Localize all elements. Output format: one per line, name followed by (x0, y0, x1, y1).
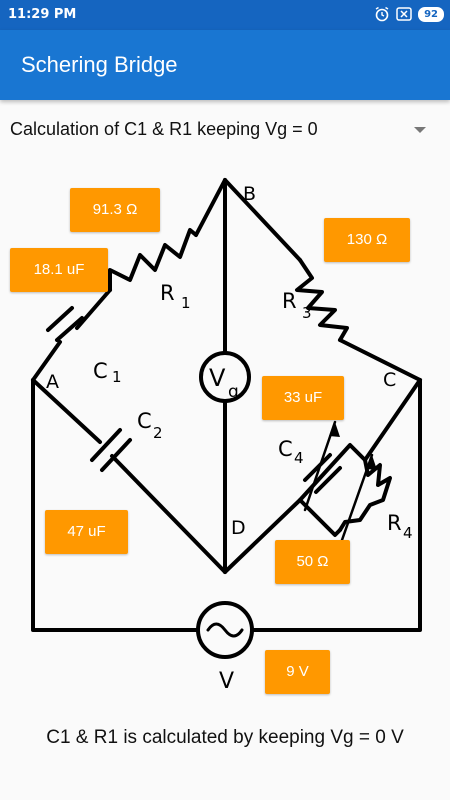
label-vg: V (209, 364, 226, 392)
node-label-b: B (243, 183, 256, 205)
r3-value-badge[interactable]: 130 Ω (324, 218, 410, 262)
r4-value-badge[interactable]: 50 Ω (275, 540, 350, 584)
label-source: V (219, 669, 234, 694)
dropdown-selected-value: Calculation of C1 & R1 keeping Vg = 0 (10, 119, 318, 139)
dropdown-arrow-icon[interactable] (414, 127, 426, 133)
c1-value-badge[interactable]: 18.1 uF (10, 248, 108, 292)
label-r1-sub: 1 (181, 294, 191, 312)
status-time: 11:29 PM (8, 7, 77, 22)
label-c1-sub: 1 (112, 368, 122, 386)
label-c4: C (278, 437, 293, 461)
label-r3-sub: 3 (302, 304, 312, 322)
label-r4: R (387, 511, 402, 535)
r1-value-badge[interactable]: 91.3 Ω (70, 188, 160, 232)
label-c1: C (93, 359, 108, 383)
circuit-svg: A B C D R 1 R 3 C 1 C 2 C 4 R 4 V g V (31, 178, 422, 694)
c4-value-badge[interactable]: 33 uF (262, 376, 344, 420)
result-description: C1 & R1 is calculated by keeping Vg = 0 … (46, 727, 404, 748)
page-title: Schering Bridge (21, 52, 178, 77)
node-label-d: D (231, 517, 246, 539)
label-r3: R (282, 289, 297, 313)
c2-value-badge[interactable]: 47 uF (45, 510, 128, 554)
status-bar: 11:29 PM 92 (0, 0, 450, 30)
sim-icon (396, 7, 412, 21)
schering-bridge-diagram: A B C D R 1 R 3 C 1 C 2 C 4 R 4 V g V 91… (0, 160, 450, 720)
battery-icon: 92 (418, 6, 444, 22)
label-vg-sub: g (228, 382, 239, 402)
label-c2: C (137, 409, 152, 433)
label-c2-sub: 2 (153, 424, 163, 442)
node-label-a: A (46, 371, 59, 393)
label-r1: R (160, 281, 175, 305)
calculation-mode-dropdown[interactable]: Calculation of C1 & R1 keeping Vg = 0 (0, 105, 450, 155)
status-icons: 92 (374, 6, 444, 22)
alarm-icon (375, 6, 389, 22)
node-label-c: C (383, 369, 396, 391)
label-r4-sub: 4 (403, 524, 413, 542)
voltage-value-badge[interactable]: 9 V (265, 650, 330, 694)
label-c4-sub: 4 (294, 449, 304, 467)
app-bar: Schering Bridge (0, 30, 450, 100)
